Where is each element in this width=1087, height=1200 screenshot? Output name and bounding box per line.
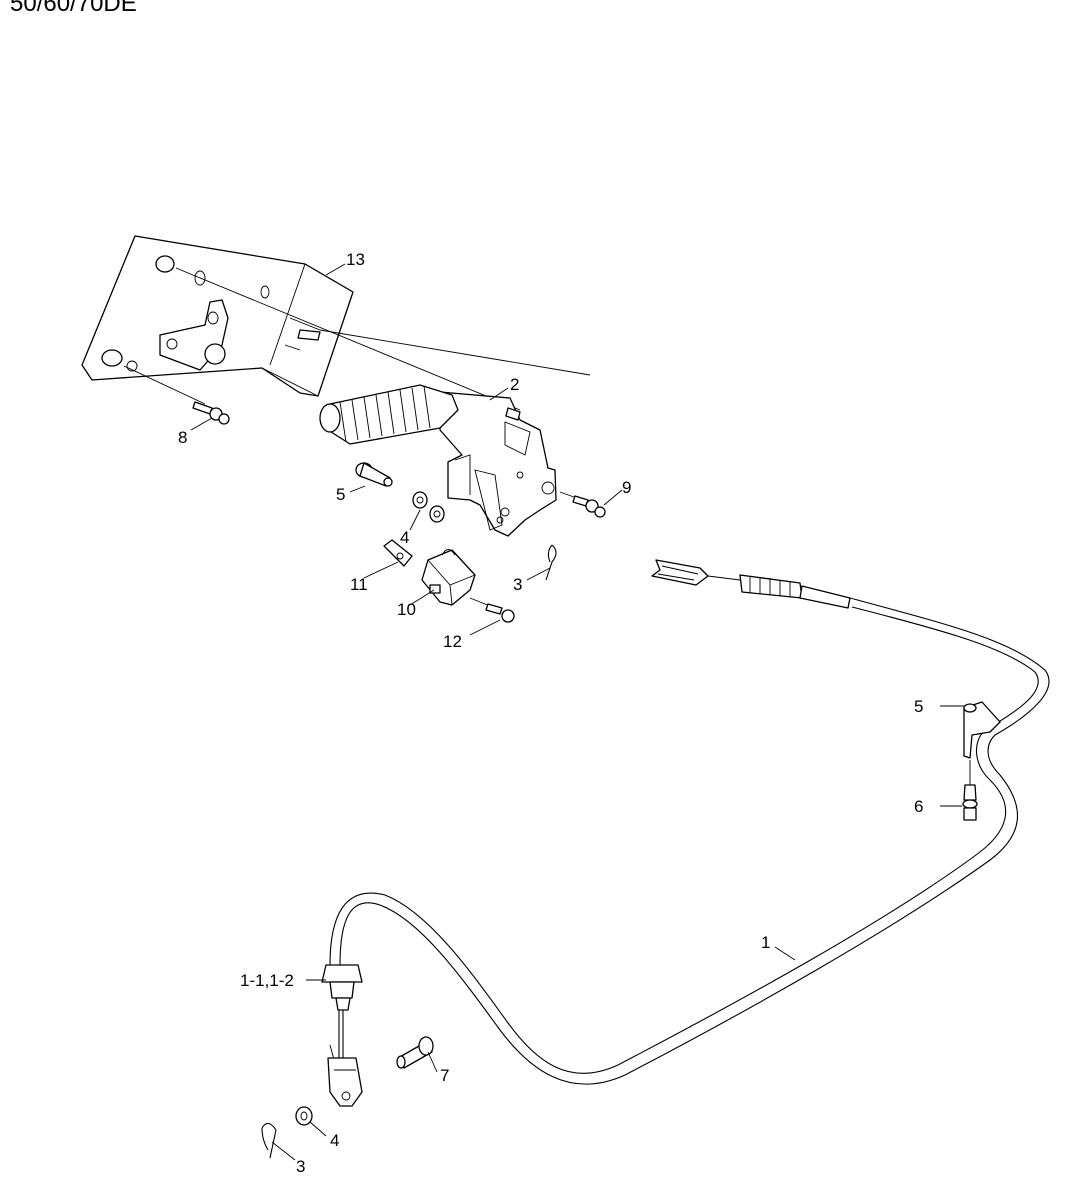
callout-6: 8 bbox=[178, 428, 187, 447]
callout-11: 12 bbox=[443, 632, 462, 651]
callout-12: 5 bbox=[914, 697, 923, 716]
callout-7: 9 bbox=[622, 478, 631, 497]
screw-part-11 bbox=[469, 597, 515, 623]
bolt-part-7 bbox=[559, 491, 606, 518]
callout-13: 6 bbox=[914, 797, 923, 816]
callout-5-upper: 5 bbox=[336, 485, 345, 504]
lever-part-2 bbox=[319, 384, 557, 537]
callout-10: 13 bbox=[346, 250, 365, 269]
screw-part-13 bbox=[962, 760, 978, 821]
bracket-part-10 bbox=[81, 235, 354, 397]
callout-4-lower: 4 bbox=[330, 1131, 339, 1150]
page-title: 50/60/70DE bbox=[10, 0, 137, 17]
callout-3-lower: 3 bbox=[296, 1157, 305, 1176]
bolt-part-6 bbox=[192, 401, 230, 425]
callout-1-1-1-2: 1-1,1-2 bbox=[240, 971, 294, 990]
cotter-pin-part-3-upper bbox=[545, 544, 557, 581]
washer-part-4-lower bbox=[295, 1106, 313, 1126]
cam-part-9 bbox=[383, 539, 413, 567]
leader-lines bbox=[190, 263, 965, 1161]
switch-part-8 bbox=[421, 549, 476, 606]
callout-labels: 13 2 8 5 4 9 11 10 3 12 5 6 1 1-1,1-2 7 … bbox=[178, 250, 923, 1176]
clamp-part-12 bbox=[963, 701, 1001, 759]
cable-part-1 bbox=[321, 559, 1050, 1107]
callout-4-upper: 4 bbox=[400, 528, 409, 547]
callout-3-upper: 3 bbox=[513, 575, 522, 594]
callout-2: 2 bbox=[510, 375, 519, 394]
callout-8: 10 bbox=[397, 600, 416, 619]
pin-part-5-upper bbox=[355, 462, 393, 487]
callout-9: 11 bbox=[350, 575, 368, 594]
pin-part-5-lower bbox=[396, 1036, 434, 1069]
callout-1: 1 bbox=[761, 933, 770, 952]
cotter-pin-part-3-lower bbox=[261, 1122, 277, 1159]
washer-part-4-upper bbox=[412, 491, 445, 523]
callout-5-lower: 7 bbox=[440, 1066, 449, 1085]
